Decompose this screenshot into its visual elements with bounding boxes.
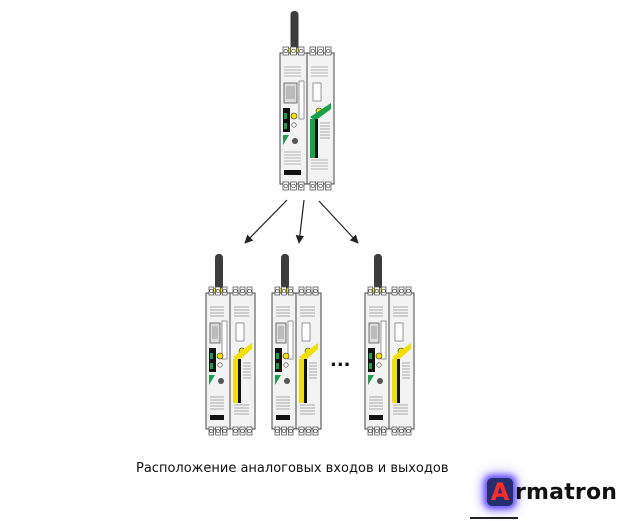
bottom-center-device-main-module xyxy=(271,286,297,436)
top-device-main-module xyxy=(279,46,308,191)
diagram-caption: Расположение аналоговых входов и выходов xyxy=(136,461,449,476)
bottom-center-device-io-module xyxy=(295,286,322,436)
logo-badge-icon: A xyxy=(487,478,513,506)
top-device-io-module xyxy=(306,46,335,191)
arrow-center xyxy=(295,199,305,244)
arrow-left xyxy=(244,199,288,244)
connection-arrows xyxy=(244,199,359,244)
armatron-logo: A rmatron xyxy=(487,474,617,510)
ellipsis-dots: ... xyxy=(330,350,351,371)
logo-text: rmatron xyxy=(515,479,618,505)
bottom-left-device-main-module xyxy=(205,286,231,436)
logo-badge-letter: A xyxy=(490,478,510,506)
arrow-right xyxy=(318,200,359,244)
logo-underline xyxy=(470,517,518,519)
bottom-right-device-main-module xyxy=(364,286,390,436)
bottom-right-device-io-module xyxy=(388,286,415,436)
bottom-left-device-io-module xyxy=(229,286,256,436)
